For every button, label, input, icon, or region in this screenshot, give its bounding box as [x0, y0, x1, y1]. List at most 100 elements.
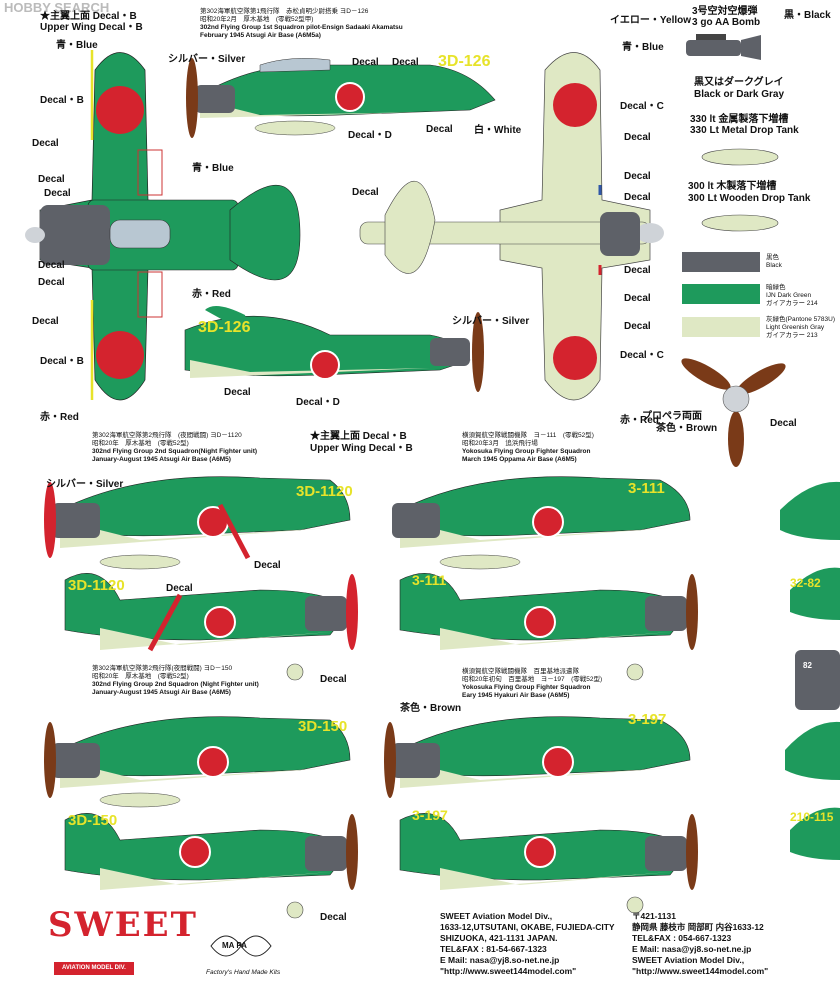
label-brown: 茶色・Brown [400, 703, 462, 714]
profile-plane-6 [399, 573, 698, 681]
code-3-111: 3-111 [412, 572, 447, 588]
code-3d-1120: 3D-1120 [296, 483, 353, 500]
code-3-197: 3-197 [412, 807, 448, 823]
label-decal-b: Decal・B [40, 356, 84, 367]
bomb-en: 3 go AA Bomb [692, 17, 761, 28]
profile-plane-4 [64, 573, 358, 681]
tank300-drawing [701, 214, 779, 232]
label-decal: Decal [624, 321, 651, 332]
bomb-ja: 3号空対空爆弾 [692, 6, 758, 17]
tank330-drawing [701, 148, 779, 166]
brand-logo: SWEET [48, 905, 198, 945]
swatch-black [682, 252, 760, 272]
profile-plane-10 [399, 813, 698, 914]
tank300-ja: 300 lt 木製落下増槽 [688, 181, 777, 192]
mid-sub: Upper Wing Decal・B [310, 443, 413, 454]
label-red: 赤・Red [620, 415, 659, 426]
code-32-82: 32-82 [790, 576, 821, 590]
propeller-label-brown: 茶色・Brown [656, 423, 718, 434]
label-decal: Decal [624, 171, 651, 182]
swatch-dark-green [682, 284, 760, 304]
label-decal-b: Decal・B [40, 95, 84, 106]
label-silver: シルバー・Silver [46, 479, 124, 490]
label-decal: Decal [624, 132, 651, 143]
watermark: HOBBY SEARCH [4, 0, 110, 15]
mapa-text: MA PA [222, 941, 247, 950]
label-decal-c: Decal・C [620, 101, 664, 112]
label-decal: Decal [44, 188, 71, 199]
label-blue: 青・Blue [622, 42, 664, 53]
label-silver: シルバー・Silver [452, 316, 530, 327]
code-3d-1120: 3D-1120 [68, 577, 125, 594]
upper-view-plane [25, 50, 301, 401]
label-decal: Decal [624, 293, 651, 304]
swatch-light-gray-green [682, 317, 760, 337]
label-decal: Decal [166, 583, 193, 594]
mid-title: ★主翼上面 Decal・B [310, 431, 407, 442]
label-decal: Decal [32, 138, 59, 149]
tank300-en: 300 Lt Wooden Drop Tank [688, 193, 811, 204]
label-decal: Decal [224, 387, 251, 398]
bomb-color-en: Black or Dark Gray [694, 89, 785, 100]
code-210-115: 210-115 [790, 810, 834, 824]
label-silver: シルバー・Silver [168, 54, 246, 65]
tank330-ja: 330 lt 金属製落下増槽 [690, 114, 789, 125]
label-blue: 青・Blue [192, 163, 234, 174]
label-yellow: イエロー・Yellow [610, 15, 692, 26]
label-decal: Decal [320, 912, 347, 923]
code-3-197: 3-197 [628, 711, 667, 728]
profile-plane-3 [44, 476, 351, 570]
label-decal: Decal [32, 316, 59, 327]
lower-view-plane [359, 52, 664, 401]
label-red: 赤・Red [40, 412, 79, 423]
label-decal: Decal [38, 277, 65, 288]
bomb-drawing [686, 34, 761, 60]
mapa-logo [210, 935, 272, 957]
label-decal: Decal [320, 674, 347, 685]
label-black: 黒・Black [784, 10, 831, 21]
code-3d-126: 3D-126 [198, 319, 251, 336]
label-decal: Decal [254, 560, 281, 571]
label-white: 白・White [474, 125, 522, 136]
caption-5: 横須賀航空隊戦闘機隊 百里基地派遣隊昭和20年初旬 百里基地 ヨ－197 (零戦… [462, 668, 603, 699]
label-decal: Decal [38, 260, 65, 271]
profile-plane-7 [44, 716, 351, 808]
label-decal-d: Decal・D [296, 397, 340, 408]
top-left-title: ★主翼上面 Decal・B [40, 11, 137, 22]
partial-right-planes [780, 481, 840, 860]
code-3d-150: 3D-150 [68, 812, 118, 829]
code-82: 82 [803, 661, 812, 670]
label-blue: 青・Blue [56, 40, 98, 51]
label-decal: Decal [624, 192, 651, 203]
tank330-en: 330 Lt Metal Drop Tank [690, 125, 799, 136]
label-decal: Decal [38, 174, 65, 185]
profile-plane-1 [186, 58, 496, 138]
mapa-sub: Factory's Hand Made Kits [206, 969, 281, 976]
label-decal: Decal [624, 265, 651, 276]
label-decal: Decal [392, 57, 419, 68]
label-red: 赤・Red [192, 289, 231, 300]
bomb-color-ja: 黒又はダークグレイ [694, 77, 784, 88]
label-decal-c: Decal・C [620, 350, 664, 361]
label-decal-d: Decal・D [348, 130, 392, 141]
profile-plane-5 [392, 476, 691, 570]
profile-plane-8 [64, 813, 358, 919]
brand-sub: AVIATION MODEL DIV. [54, 962, 134, 975]
profile-plane-9 [384, 716, 691, 798]
label-decal: Decal [352, 57, 379, 68]
propeller-drawing [681, 358, 786, 467]
code-3d-126: 3D-126 [438, 53, 491, 70]
propeller-label-ja: プロペラ両面 [642, 411, 702, 422]
label-decal: Decal [426, 124, 453, 135]
footer-en: SWEET Aviation Model Div.,1633-12,UTSUTA… [440, 911, 615, 976]
code-3d-150: 3D-150 [298, 718, 348, 735]
label-decal: Decal [352, 187, 379, 198]
